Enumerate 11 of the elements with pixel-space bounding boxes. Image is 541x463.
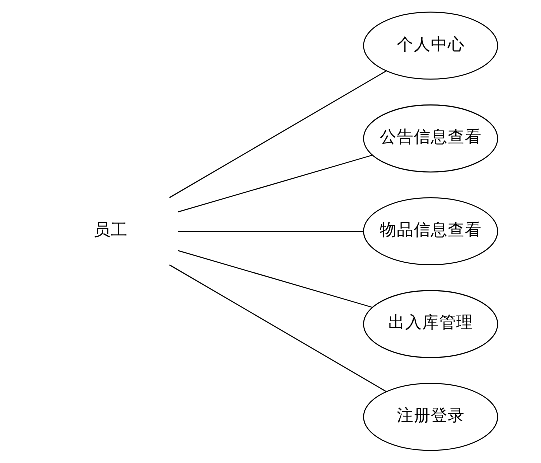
node-ellipse: 出入库管理 [362,290,498,358]
connector [178,154,372,213]
connector [168,70,386,198]
node-text: 员工 [94,220,128,240]
node-ellipse: 个人中心 [362,12,498,80]
connector [178,230,364,232]
node-ellipse: 注册登录 [362,383,498,452]
node-ellipse: 物品信息查看 [362,197,498,266]
connector [168,264,386,392]
node-ellipse: 公告信息查看 [362,104,498,173]
connector [178,250,372,308]
